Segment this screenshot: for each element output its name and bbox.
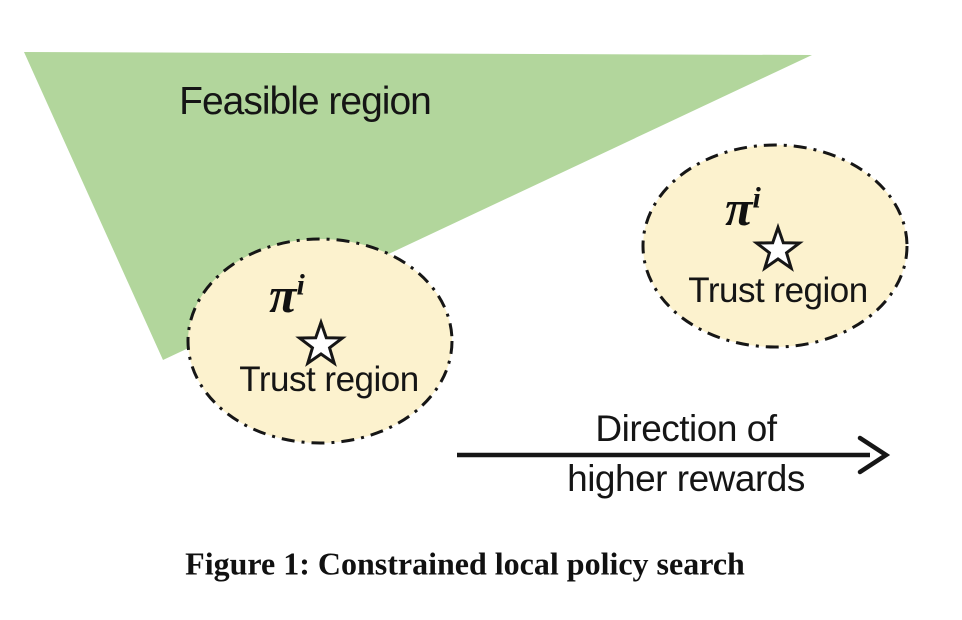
feasible-region-label: Feasible region <box>179 80 432 123</box>
policy-star-icon-right <box>752 222 804 272</box>
policy-symbol-pi: π <box>725 180 753 236</box>
reward-direction-arrow <box>457 435 891 475</box>
trust-region-label-left: Trust region <box>239 360 419 399</box>
direction-arrow-label-line1: Direction of <box>595 408 777 449</box>
direction-arrow-label-line2: higher rewards <box>567 458 805 499</box>
policy-symbol-superscript: i <box>752 181 761 215</box>
direction-arrow-label: Direction of higher rewards <box>567 404 805 504</box>
policy-symbol-pi: π <box>269 267 297 323</box>
figure-caption: Figure 1: Constrained local policy searc… <box>185 545 745 582</box>
trust-region-label-right: Trust region <box>688 271 868 310</box>
arrowhead-icon <box>857 435 891 475</box>
policy-symbol-left: πi <box>269 270 305 320</box>
policy-symbol-superscript: i <box>296 268 305 302</box>
policy-star-icon-left <box>295 317 347 367</box>
policy-symbol-right: πi <box>725 183 761 233</box>
